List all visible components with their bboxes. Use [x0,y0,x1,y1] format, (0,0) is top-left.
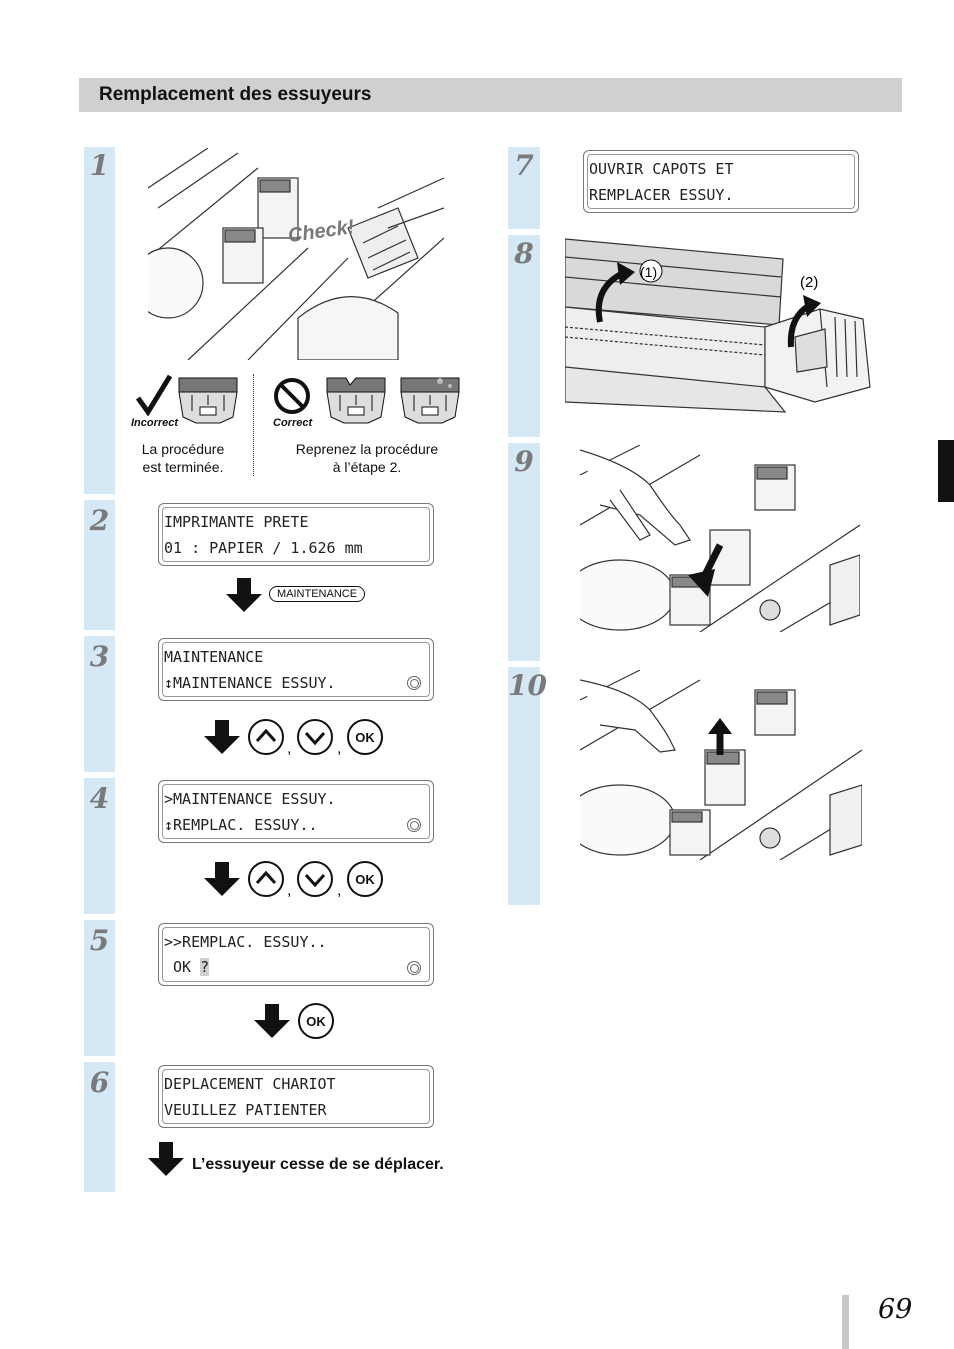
lcd-line-1: >MAINTENANCE ESSUY. [164,790,336,808]
lcd-line-2: REMPLACER ESSUY. [589,186,734,204]
step-number: 5 [89,924,110,957]
ok-label: OK [355,872,375,887]
step-7-column: 7 [508,147,540,229]
chevron-down-icon [304,731,326,746]
lcd-display-step4: >MAINTENANCE ESSUY. ↕REMPLAC. ESSUY.. [158,780,434,843]
lcd-line-2: VEUILLEZ PATIENTER [164,1101,327,1119]
comma-separator: , [287,740,292,757]
caption-right-line2: à l’étape 2. [332,459,402,475]
step-2-column: 2 [84,500,115,630]
chevron-up-icon [255,870,277,885]
step-number: 7 [514,149,534,182]
step-3-column: 3 [84,636,115,772]
enter-icon [407,818,421,832]
lcd-line-2-text: OK [164,958,201,976]
divider-dotted [253,374,254,476]
caption-left-line2: est terminée. [142,459,224,475]
step-number: 8 [514,237,534,270]
step-number: 4 [89,782,110,815]
lcd-line-1: DEPLACEMENT CHARIOT [164,1075,336,1093]
step-9-column: 9 [508,443,540,661]
lcd-display-step2: IMPRIMANTE PRETE 01 : PAPIER / 1.626 mm [158,503,434,566]
printer-open-covers-illustration: (1) (2) [565,237,873,422]
section-title: Remplacement des essuyeurs [99,84,372,105]
step-number: 3 [89,640,110,673]
callout-2: (2) [800,274,818,291]
enter-icon [407,961,421,975]
step-number: 1 [89,149,110,182]
caption-right-line1: Reprenez la procédure [295,441,439,457]
step-number: 9 [514,445,534,478]
ok-button[interactable]: OK [347,719,383,755]
up-button[interactable] [248,861,284,897]
maintenance-button[interactable]: MAINTENANCE [269,586,366,602]
wiper-icon-incorrect [178,377,238,432]
lcd-line-1: >>REMPLAC. ESSUY.. [164,933,327,951]
step-1-column: 1 [84,147,115,494]
lcd-line-1: OUVRIR CAPOTS ET [589,160,734,178]
lcd-cursor-highlight: ? [200,958,210,976]
comma-separator: , [337,740,342,757]
step-number: 2 [89,504,110,537]
lcd-line-1: MAINTENANCE [164,648,264,666]
down-arrow-icon [254,1004,290,1045]
step-number: 10 [508,669,547,702]
enter-icon [407,676,421,690]
callout-1: (1) [640,264,657,280]
lcd-line-2: ↕MAINTENANCE ESSUY. [164,674,336,692]
down-button[interactable] [297,719,333,755]
ok-label: OK [306,1014,326,1029]
caption-left-line1: La procédure [141,441,225,457]
chevron-up-icon [255,728,277,743]
step-8-column: 8 [508,235,540,437]
wiper-check-illustration: Check! [148,148,444,360]
comma-separator: , [337,882,342,899]
down-arrow-icon [226,578,262,619]
chevron-down-icon [304,873,326,888]
insert-wiper-illustration [580,670,862,860]
step-4-column: 4 [84,778,115,914]
lcd-display-step6: DEPLACEMENT CHARIOT VEUILLEZ PATIENTER [158,1065,434,1128]
lcd-display-step5: >>REMPLAC. ESSUY.. OK ? [158,923,434,986]
down-arrow-icon [148,1142,184,1183]
step-6-column: 6 [84,1062,115,1192]
comma-separator: , [287,882,292,899]
caption-left: La procédure est terminée. [128,440,238,476]
remove-wiper-illustration [580,445,860,632]
lcd-display-step3: MAINTENANCE ↕MAINTENANCE ESSUY. [158,638,434,701]
ok-button[interactable]: OK [298,1003,334,1039]
wiper-icon-dirty [400,377,462,432]
down-arrow-icon [204,862,240,903]
correct-label: Correct [273,417,313,429]
caption-right: Reprenez la procédure à l’étape 2. [286,440,448,476]
lcd-line-2: ↕REMPLAC. ESSUY.. [164,816,318,834]
lcd-line-1: IMPRIMANTE PRETE [164,513,309,531]
wiper-stops-note: L’essuyeur cesse de se déplacer. [192,1156,444,1173]
page-number-bar [842,1295,849,1349]
checkmark-icon [134,374,174,421]
ok-button[interactable]: OK [347,861,383,897]
incorrect-label: Incorrect [131,417,179,429]
up-button[interactable] [248,719,284,755]
lcd-display-step7: OUVRIR CAPOTS ET REMPLACER ESSUY. [583,150,859,213]
page-number: 69 [878,1294,913,1325]
step-10-column: 10 [508,667,547,905]
ok-label: OK [355,730,375,745]
chapter-tab-marker [938,440,954,502]
down-arrow-icon [204,720,240,761]
wiper-icon-torn [326,377,386,432]
section-header: Remplacement des essuyeurs [79,78,902,112]
down-button[interactable] [297,861,333,897]
lcd-line-2: OK ? [164,958,210,976]
lcd-line-2: 01 : PAPIER / 1.626 mm [164,539,363,557]
prohibited-icon [272,376,312,421]
step-5-column: 5 [84,920,115,1056]
step-number: 6 [89,1066,110,1099]
